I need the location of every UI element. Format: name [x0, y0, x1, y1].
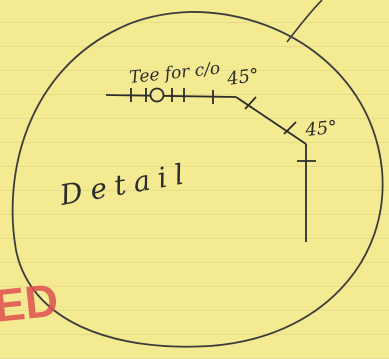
ruled-line	[0, 310, 389, 311]
pipe-fitting-ticks-diagonal	[244, 96, 297, 135]
ruled-line	[0, 334, 389, 335]
angle-label-right: 45°	[303, 117, 338, 141]
ruled-line	[0, 70, 389, 71]
detail-circle	[11, 11, 384, 348]
paper-corner-edge	[286, 0, 323, 43]
ruled-line	[0, 286, 389, 287]
detail-label: Detail	[57, 156, 195, 212]
ruled-line	[0, 94, 389, 95]
pipe-horizontal	[105, 94, 237, 98]
ruled-line	[0, 142, 389, 143]
ruled-line	[0, 166, 389, 167]
ruled-line	[0, 118, 389, 119]
angle-label-top: 45°	[225, 65, 261, 90]
ruled-line	[0, 190, 389, 191]
ruled-line	[0, 22, 389, 23]
ruled-line	[0, 238, 389, 239]
ruled-line	[0, 214, 389, 215]
rubber-stamp-text: ED	[0, 274, 61, 332]
ruled-line	[0, 46, 389, 47]
tee-for-cleanout-label: Tee for c/o	[128, 59, 221, 88]
pipe-fitting-ticks-horizontal	[130, 88, 214, 104]
cleanout-tee-symbol	[149, 87, 165, 103]
pipe-diagonal-45	[235, 96, 307, 145]
ruled-line	[0, 262, 389, 263]
